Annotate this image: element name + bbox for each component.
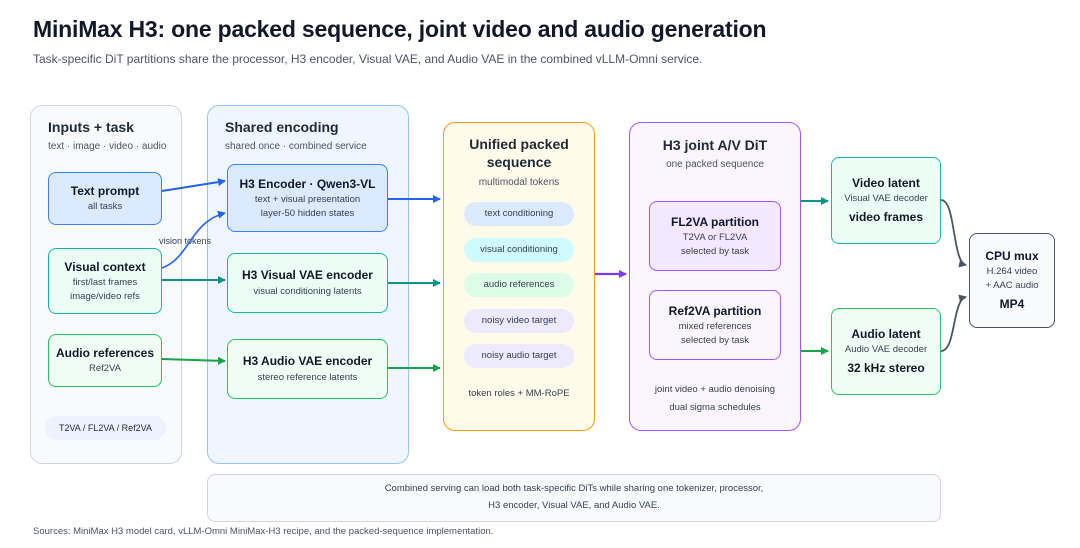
tasks-pill: T2VA / FL2VA / Ref2VA [45, 416, 166, 440]
cpu-mux-sub1: H.264 video [986, 266, 1038, 278]
inputs-panel-title: Inputs + task [48, 119, 134, 135]
ref2va-partition-sub1: mixed references [678, 320, 752, 332]
video-latent-output: video frames [848, 209, 924, 224]
ref2va-partition-box: Ref2VA partition mixed references select… [649, 290, 781, 360]
audio-latent-output: 32 kHz stereo [847, 360, 925, 375]
visual-vae-encoder-sub: visual conditioning latents [253, 285, 362, 297]
cpu-mux-box: CPU mux H.264 video + AAC audio MP4 [969, 233, 1055, 328]
audio-vae-encoder-title: H3 Audio VAE encoder [242, 354, 373, 369]
token-pill-audio-references: audio references [464, 273, 574, 297]
vision-tokens-label: vision tokens [159, 236, 212, 246]
token-pill-noisy-audio-target: noisy audio target [464, 344, 574, 368]
visual-context-sub2: image/video refs [70, 290, 140, 302]
dit-subtitle: one packed sequence [666, 159, 764, 170]
page-subtitle: Task-specific DiT partitions share the p… [33, 52, 703, 66]
h3-encoder-box: H3 Encoder · Qwen3-VL text + visual pres… [227, 164, 388, 232]
footer-note-line2: H3 encoder, Visual VAE, and Audio VAE. [488, 500, 660, 511]
dit-footer-line2: dual sigma schedules [669, 402, 761, 413]
arrow-video-latent-to-mux [940, 199, 967, 268]
fl2va-partition-sub2: selected by task [680, 245, 750, 257]
footer-note-box [207, 474, 941, 522]
visual-context-sub1: first/last frames [72, 276, 138, 288]
fl2va-partition-box: FL2VA partition T2VA or FL2VA selected b… [649, 201, 781, 271]
h3-encoder-title: H3 Encoder · Qwen3-VL [239, 176, 376, 191]
unified-sequence-title-line2: sequence [486, 154, 552, 170]
audio-latent-sub: Audio VAE decoder [844, 344, 928, 356]
fl2va-partition-title: FL2VA partition [671, 214, 759, 229]
unified-sequence-title-line1: Unified packed [469, 136, 569, 152]
audio-latent-box: Audio latent Audio VAE decoder 32 kHz st… [831, 308, 941, 395]
visual-vae-encoder-title: H3 Visual VAE encoder [242, 268, 373, 283]
ref2va-partition-title: Ref2VA partition [668, 303, 762, 318]
audio-references-box: Audio references Ref2VA [48, 334, 162, 387]
audio-references-sub: Ref2VA [88, 363, 122, 375]
cpu-mux-title: CPU mux [985, 248, 1039, 263]
cpu-mux-output: MP4 [999, 296, 1025, 311]
cpu-mux-sub2: + AAC audio [985, 280, 1039, 291]
visual-context-box: Visual context first/last frames image/v… [48, 248, 162, 314]
h3-encoder-sub1: text + visual presentation [254, 193, 361, 205]
sources-note: Sources: MiniMax H3 model card, vLLM-Omn… [33, 526, 494, 537]
footer-note-line1: Combined serving can load both task-spec… [384, 483, 764, 494]
h3-encoder-sub2: layer-50 hidden states [260, 207, 355, 219]
token-pill-visual-conditioning: visual conditioning [464, 238, 574, 262]
unified-sequence-subtitle: multimodal tokens [478, 177, 560, 188]
unified-sequence-footer: token roles + MM-RoPE [468, 388, 570, 399]
fl2va-partition-sub1: T2VA or FL2VA [682, 231, 748, 243]
dit-title: H3 joint A/V DiT [662, 137, 768, 153]
page-title: MiniMax H3: one packed sequence, joint v… [33, 16, 767, 42]
video-latent-title: Video latent [852, 175, 920, 190]
ref2va-partition-sub2: selected by task [680, 334, 750, 346]
shared-encoding-title: Shared encoding [225, 119, 339, 135]
text-prompt-title: Text prompt [70, 183, 140, 198]
audio-latent-title: Audio latent [851, 326, 921, 341]
dit-panel [629, 122, 801, 431]
token-pill-text-conditioning: text conditioning [464, 202, 574, 226]
dit-footer-line1: joint video + audio denoising [654, 384, 776, 395]
shared-encoding-subtitle: shared once · combined service [225, 141, 367, 152]
text-prompt-sub: all tasks [87, 201, 123, 213]
visual-vae-encoder-box: H3 Visual VAE encoder visual conditionin… [227, 253, 388, 313]
audio-vae-encoder-box: H3 Audio VAE encoder stereo reference la… [227, 339, 388, 399]
token-pill-noisy-video-target: noisy video target [464, 309, 574, 333]
audio-references-title: Audio references [55, 345, 155, 360]
arrow-audio-latent-to-mux [940, 294, 967, 352]
video-latent-sub: Visual VAE decoder [844, 193, 928, 205]
inputs-panel-subtitle: text · image · video · audio [48, 141, 167, 152]
text-prompt-box: Text prompt all tasks [48, 172, 162, 225]
audio-vae-encoder-sub: stereo reference latents [257, 371, 358, 383]
visual-context-title: Visual context [64, 259, 146, 274]
video-latent-box: Video latent Visual VAE decoder video fr… [831, 157, 941, 244]
